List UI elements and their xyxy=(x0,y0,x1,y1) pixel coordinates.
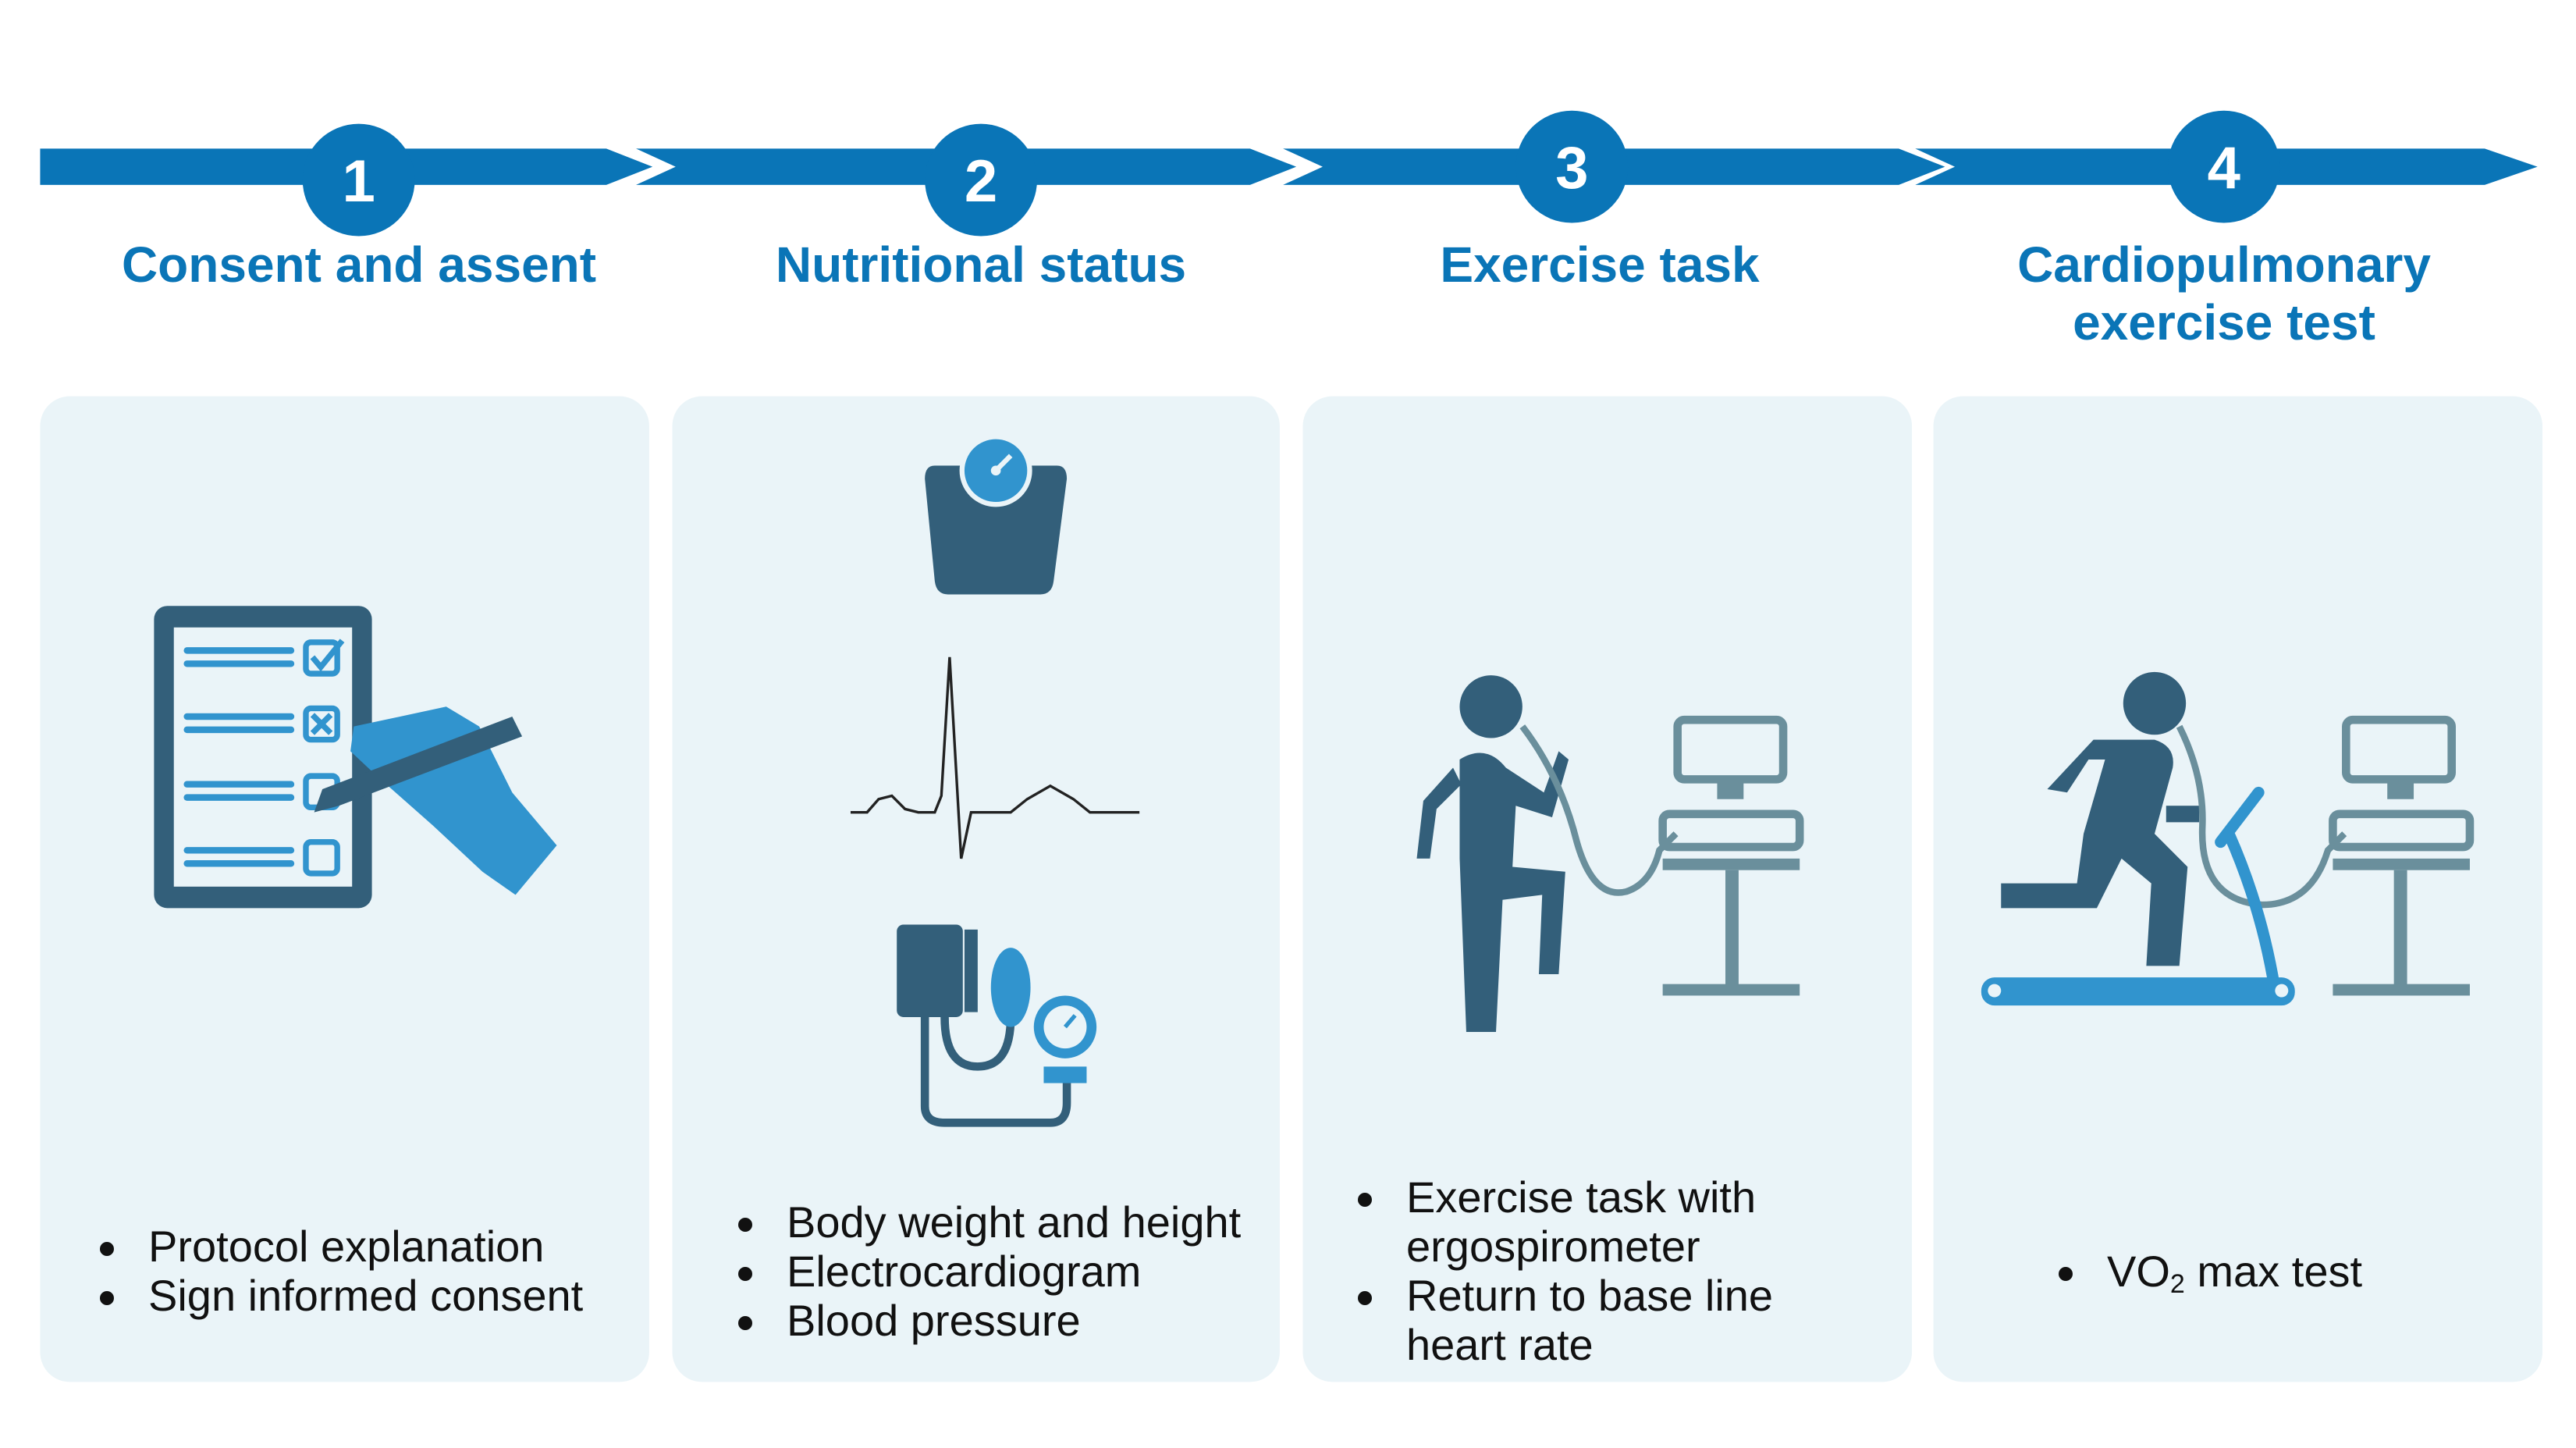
card-2 xyxy=(672,396,1280,1382)
weighing-scale-icon xyxy=(925,434,1068,595)
step-1-number: 1 xyxy=(342,148,375,215)
step-3-circle xyxy=(1515,110,1629,223)
step-circles xyxy=(302,110,2280,237)
step-3-title: Exercise task xyxy=(1440,237,1760,293)
step-3-number: 3 xyxy=(1555,135,1588,201)
bullet-item: Electrocardiogram xyxy=(738,1247,1241,1296)
exercise-ergospirometer-icon xyxy=(1416,675,1804,1032)
step-1-circle xyxy=(302,123,415,237)
step-1-bullets: Protocol explanation Sign informed conse… xyxy=(100,1222,583,1320)
checklist-clipboard-icon xyxy=(154,606,557,909)
step-2-bullets: Body weight and height Electrocardiogram… xyxy=(738,1197,1241,1345)
bullet-item: Sign informed consent xyxy=(100,1271,583,1320)
step-4-circle xyxy=(2167,110,2280,223)
step-2-title: Nutritional status xyxy=(775,237,1187,293)
step-4-title: Cardiopulmonary exercise test xyxy=(1928,236,2521,351)
step-4-title-line2: exercise test xyxy=(2073,294,2375,350)
step-2-number: 2 xyxy=(965,148,997,215)
step-2-circle xyxy=(925,123,1037,237)
bullet-item: Protocol explanation xyxy=(100,1222,583,1271)
bullet-item: Blood pressure xyxy=(738,1296,1241,1345)
step-1-title: Consent and assent xyxy=(121,237,597,293)
step-4-number: 4 xyxy=(2208,135,2240,201)
ecg-waveform-icon xyxy=(850,656,1140,859)
bullet-item: Body weight and height xyxy=(738,1197,1241,1247)
treadmill-cpet-icon xyxy=(1981,671,2475,1006)
step-4-bullets: VO2 max test xyxy=(2059,1247,2362,1309)
card-4 xyxy=(1933,396,2543,1382)
step-4-title-line1: Cardiopulmonary xyxy=(2017,237,2431,293)
blood-pressure-monitor-icon xyxy=(897,924,1097,1127)
bullet-item: VO2 max test xyxy=(2059,1247,2362,1309)
